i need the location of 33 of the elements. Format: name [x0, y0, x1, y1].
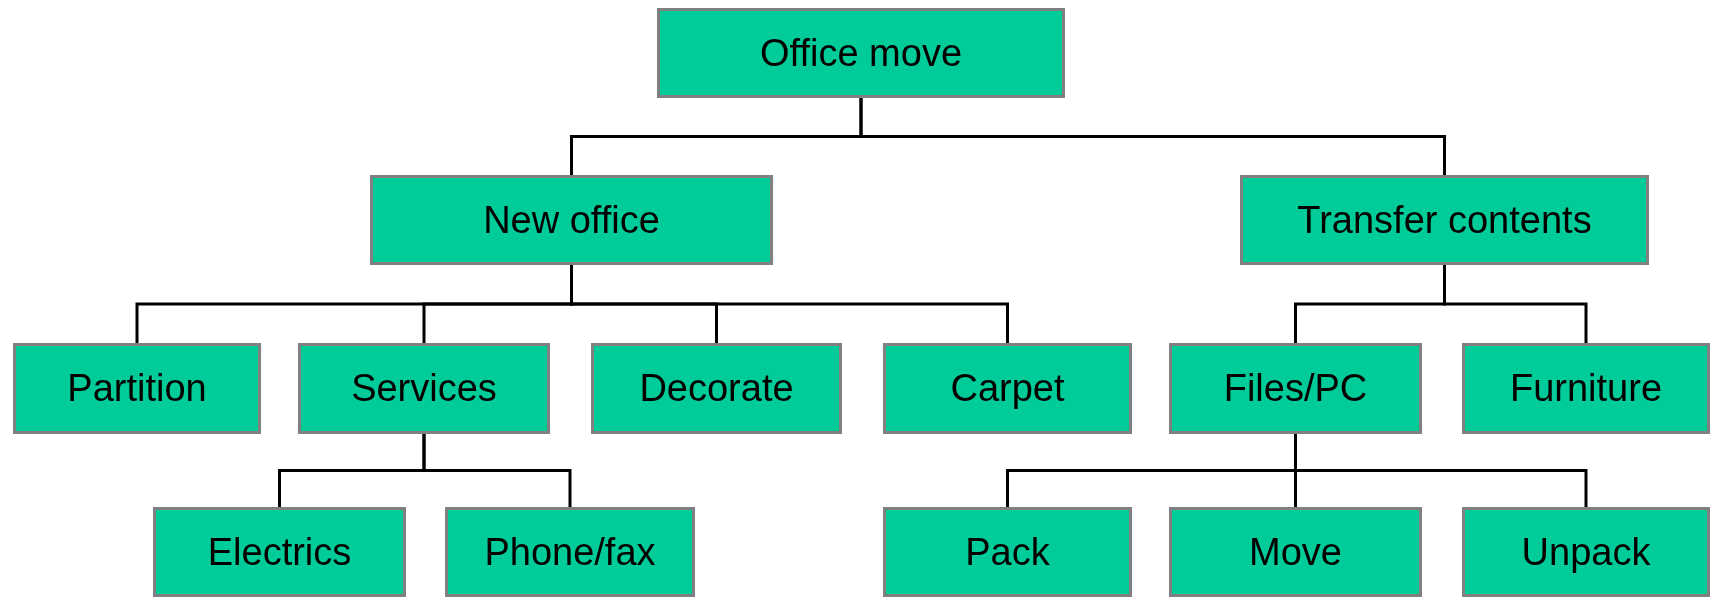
- task-box: [657, 8, 1065, 98]
- task-box: [13, 343, 261, 434]
- task-box: [1169, 507, 1422, 597]
- task-label: Transfer contents: [1297, 198, 1592, 242]
- task-box: [153, 507, 406, 597]
- task-label: Partition: [67, 367, 207, 410]
- task-label: Pack: [965, 530, 1050, 574]
- connector-line: [422, 434, 572, 507]
- connector-line: [1294, 434, 1588, 507]
- task-box: [298, 343, 550, 434]
- task-label: Phone/fax: [484, 530, 656, 574]
- task-label: Furniture: [1509, 367, 1663, 410]
- task-label: New office: [483, 198, 660, 242]
- task-box: [1240, 175, 1649, 265]
- connector-line: [859, 98, 1446, 175]
- connector-line: [1443, 265, 1588, 343]
- connector-line: [570, 265, 1009, 343]
- task-box: [1169, 343, 1422, 434]
- task-label: Files/PC: [1223, 367, 1368, 410]
- task-label: Office move: [759, 31, 962, 75]
- task-label: Services: [351, 367, 497, 410]
- task-label: Electrics: [207, 530, 352, 574]
- task-label: Unpack: [1521, 530, 1651, 574]
- task-box: [591, 343, 842, 434]
- task-box: [883, 343, 1132, 434]
- task-label: Move: [1249, 530, 1342, 574]
- task-box: [370, 175, 773, 265]
- task-label: Decorate: [639, 367, 794, 410]
- task-box: [445, 507, 695, 597]
- task-box: [1462, 343, 1710, 434]
- task-box: [883, 507, 1132, 597]
- task-label: Carpet: [950, 367, 1065, 410]
- task-box: [1462, 507, 1710, 597]
